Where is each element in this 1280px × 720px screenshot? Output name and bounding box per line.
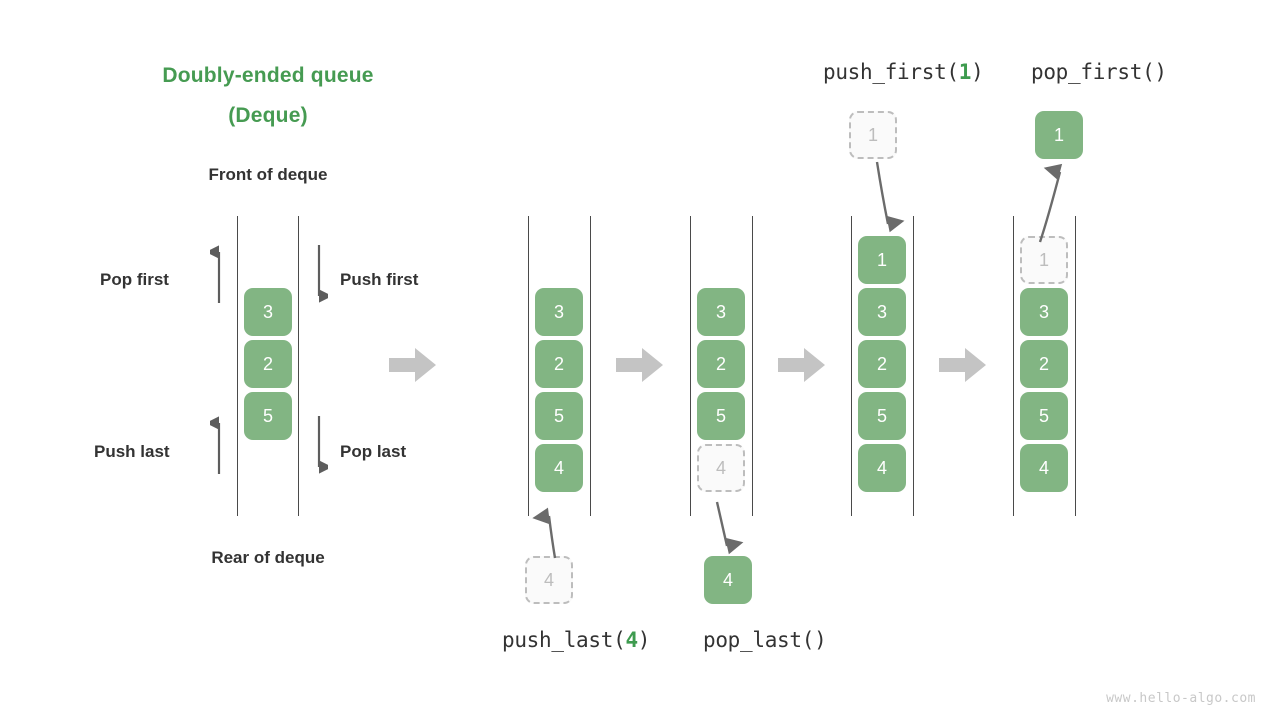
deque-cell: 2 bbox=[858, 340, 906, 388]
page-title: Doubly-ended queue (Deque) bbox=[0, 56, 536, 136]
deque-cell: 3 bbox=[1020, 288, 1068, 336]
deque-cell: 3 bbox=[244, 288, 292, 336]
push-first-code-arg: 1 bbox=[958, 60, 972, 84]
push-first-arrow-icon bbox=[317, 245, 328, 303]
deque-cell: 4 bbox=[525, 556, 573, 604]
deque-cell: 2 bbox=[1020, 340, 1068, 388]
push-last-code-suffix: ) bbox=[637, 628, 651, 652]
push-last-connector-arrow-icon bbox=[532, 507, 557, 559]
deque-cell: 1 bbox=[1020, 236, 1068, 284]
panel-3-rail-left bbox=[851, 216, 852, 516]
flow-arrow-0-icon bbox=[389, 348, 436, 382]
deque-cell: 4 bbox=[535, 444, 583, 492]
panel-1-rail-right bbox=[590, 216, 591, 516]
push-last-source-cell: 4 bbox=[525, 556, 573, 604]
pop-last-result-cell: 4 bbox=[704, 556, 752, 604]
push-first-source-cell: 1 bbox=[849, 111, 897, 159]
push-first-connector-arrow-icon bbox=[875, 161, 905, 233]
push-last-label: Push last bbox=[94, 442, 170, 461]
deque-cell: 5 bbox=[697, 392, 745, 440]
pop-last-code-label: pop_last() bbox=[703, 628, 827, 652]
pop-first-result-cell: 1 bbox=[1035, 111, 1083, 159]
deque-cell: 3 bbox=[535, 288, 583, 336]
rear-of-deque-caption: Rear of deque bbox=[211, 548, 325, 567]
deque-cell: 4 bbox=[858, 444, 906, 492]
push-first-code-prefix: push_first( bbox=[823, 60, 959, 84]
panel-2-rail-left bbox=[690, 216, 691, 516]
deque-cell: 4 bbox=[1020, 444, 1068, 492]
title-line-2: (Deque) bbox=[228, 104, 308, 127]
flow-arrow-1-icon bbox=[616, 348, 663, 382]
pop-first-label: Pop first bbox=[100, 270, 169, 289]
deque-cell: 5 bbox=[244, 392, 292, 440]
deque-cell: 2 bbox=[244, 340, 292, 388]
panel-1-rail-left bbox=[528, 216, 529, 516]
panel-3-rail-right bbox=[913, 216, 914, 516]
schematic-rail-right bbox=[298, 216, 299, 516]
deque-cell: 1 bbox=[849, 111, 897, 159]
panel-4-rail-right bbox=[1075, 216, 1076, 516]
deque-cell: 5 bbox=[1020, 392, 1068, 440]
push-first-code-suffix: ) bbox=[971, 60, 984, 84]
title-line-1: Doubly-ended queue bbox=[162, 64, 374, 87]
pop-first-arrow-icon bbox=[210, 245, 221, 303]
flow-arrow-3-icon bbox=[939, 348, 986, 382]
pop-last-connector-arrow-icon bbox=[715, 501, 744, 555]
pop-first-connector-arrow-icon bbox=[1038, 163, 1063, 243]
deque-cell: 3 bbox=[858, 288, 906, 336]
deque-cell: 4 bbox=[704, 556, 752, 604]
pop-first-code-prefix: pop_first() bbox=[1031, 60, 1167, 84]
deque-cell: 5 bbox=[858, 392, 906, 440]
deque-cell: 4 bbox=[697, 444, 745, 492]
deque-cell: 3 bbox=[697, 288, 745, 336]
push-last-code-arg: 4 bbox=[625, 628, 638, 652]
panel-2-rail-right bbox=[752, 216, 753, 516]
front-of-deque-caption: Front of deque bbox=[208, 165, 328, 184]
deque-cell: 2 bbox=[535, 340, 583, 388]
panel-4-rail-left bbox=[1013, 216, 1014, 516]
pop-last-code-prefix: pop_last() bbox=[703, 628, 827, 652]
pop-last-label: Pop last bbox=[340, 442, 407, 461]
deque-cell: 1 bbox=[858, 236, 906, 284]
pop-last-arrow-icon bbox=[317, 416, 328, 474]
push-first-label: Push first bbox=[340, 270, 419, 289]
schematic-rail-left bbox=[237, 216, 238, 516]
deque-cell: 1 bbox=[1035, 111, 1083, 159]
deque-cell: 2 bbox=[697, 340, 745, 388]
push-last-code-label: push_last(4) bbox=[502, 628, 650, 652]
push-last-code-prefix: push_last( bbox=[502, 628, 626, 652]
flow-arrow-2-icon bbox=[778, 348, 825, 382]
watermark: www.hello-algo.com bbox=[1106, 691, 1256, 706]
push-last-arrow-icon bbox=[210, 416, 221, 474]
deque-cell: 5 bbox=[535, 392, 583, 440]
push-first-code-label: push_first(1) bbox=[823, 60, 984, 84]
pop-first-code-label: pop_first() bbox=[1031, 60, 1167, 84]
